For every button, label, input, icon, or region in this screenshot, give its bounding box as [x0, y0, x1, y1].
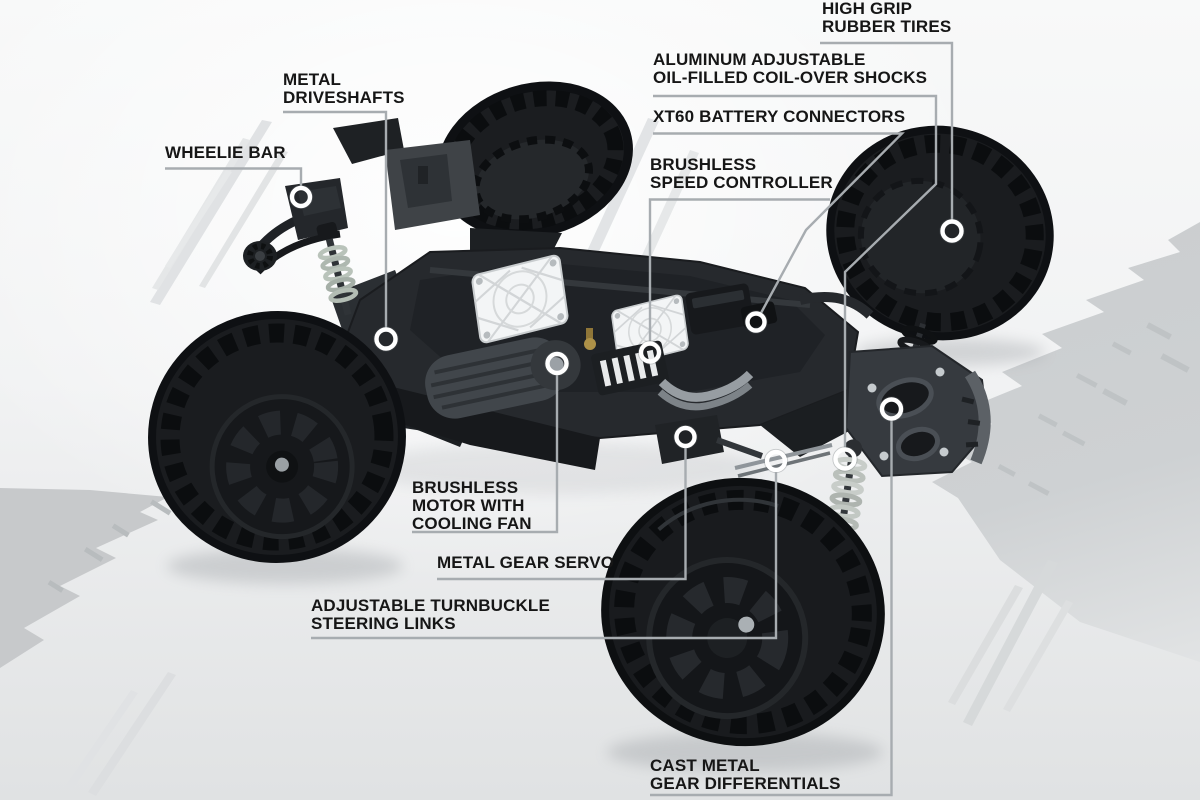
marker-shocks: [832, 446, 858, 472]
leader-driveshafts: [283, 110, 388, 329]
marker-servo: [673, 424, 698, 450]
callout-label-high-grip-rubber-tires: HIGH GRIP RUBBER TIRES: [822, 0, 952, 36]
leader-motor: [412, 373, 559, 534]
tire-front-right: [826, 125, 1054, 341]
gearbox: [844, 344, 991, 478]
callout-label-brushless-speed-controller: BRUSHLESS SPEED CONTROLLER: [650, 155, 833, 192]
marker-wheelie-bar: [288, 184, 314, 210]
marker-xt60: [744, 310, 768, 334]
callout-markers: [288, 184, 965, 474]
marker-steering-links: [763, 448, 789, 474]
callout-label-brushless-motor: BRUSHLESS MOTOR WITH COOLING FAN: [412, 478, 532, 533]
callout-label-metal-gear-servo: METAL GEAR SERVO: [437, 553, 615, 572]
leader-lines: [165, 41, 954, 797]
callout-label-aluminum-shocks: ALUMINUM ADJUSTABLE OIL-FILLED COIL-OVER…: [653, 50, 928, 87]
leader-shocks: [653, 94, 938, 449]
leader-wheelie-bar: [165, 167, 303, 188]
marker-motor: [544, 350, 570, 377]
motor: [425, 337, 581, 419]
callout-label-cast-metal-differentials: CAST METAL GEAR DIFFERENTIALS: [650, 756, 841, 793]
shock-left: [316, 221, 359, 316]
marker-rubber-tires: [939, 218, 965, 244]
leader-speed-controller: [648, 198, 830, 343]
leader-xt60: [653, 132, 905, 314]
brush-speckles-left: [47, 499, 172, 593]
brush-speckles-right: [997, 322, 1190, 496]
leader-steering-links: [311, 470, 778, 640]
callout-label-turnbuckle-steering-links: ADJUSTABLE TURNBUCKLE STEERING LINKS: [311, 596, 550, 633]
leader-rubber-tires: [820, 41, 954, 221]
callout-label-metal-driveshafts: METAL DRIVESHAFTS: [283, 70, 405, 107]
callout-label-wheelie-bar: WHEELIE BAR: [165, 143, 286, 162]
leader-differentials: [650, 418, 893, 797]
wheelie-bar-part: [243, 178, 348, 275]
marker-speed-controller: [637, 340, 663, 365]
marker-differentials: [878, 396, 905, 422]
callout-label-xt60-battery-connectors: XT60 BATTERY CONNECTORS: [653, 107, 906, 126]
tire-rear-left: [148, 310, 406, 564]
marker-driveshafts: [373, 326, 399, 352]
leader-servo: [437, 446, 687, 581]
